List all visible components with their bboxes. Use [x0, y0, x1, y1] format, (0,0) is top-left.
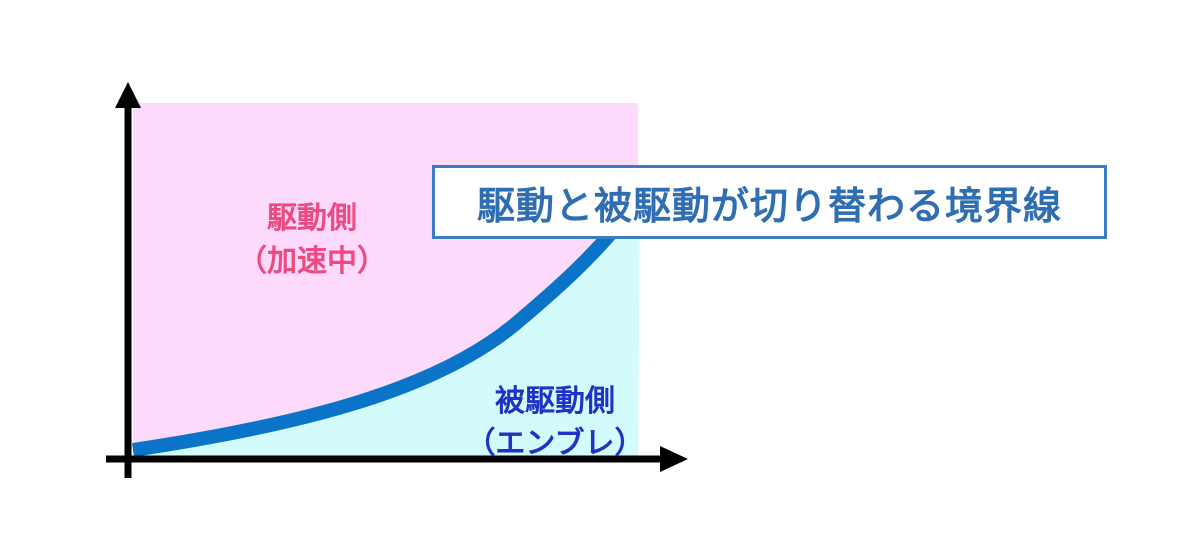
boundary-callout: 駆動と被駆動が切り替わる境界線	[432, 165, 1107, 239]
coast-region	[133, 198, 640, 456]
x-axis-arrow-icon	[660, 446, 688, 472]
drive-side-sublabel: （加速中）	[237, 244, 387, 279]
coast-side-label: 被駆動側	[495, 384, 615, 419]
coast-side-sublabel: （エンブレ）	[465, 426, 645, 461]
drive-side-label: 駆動側	[267, 201, 357, 236]
y-axis-arrow-icon	[115, 82, 141, 108]
boundary-curve	[131, 193, 646, 457]
